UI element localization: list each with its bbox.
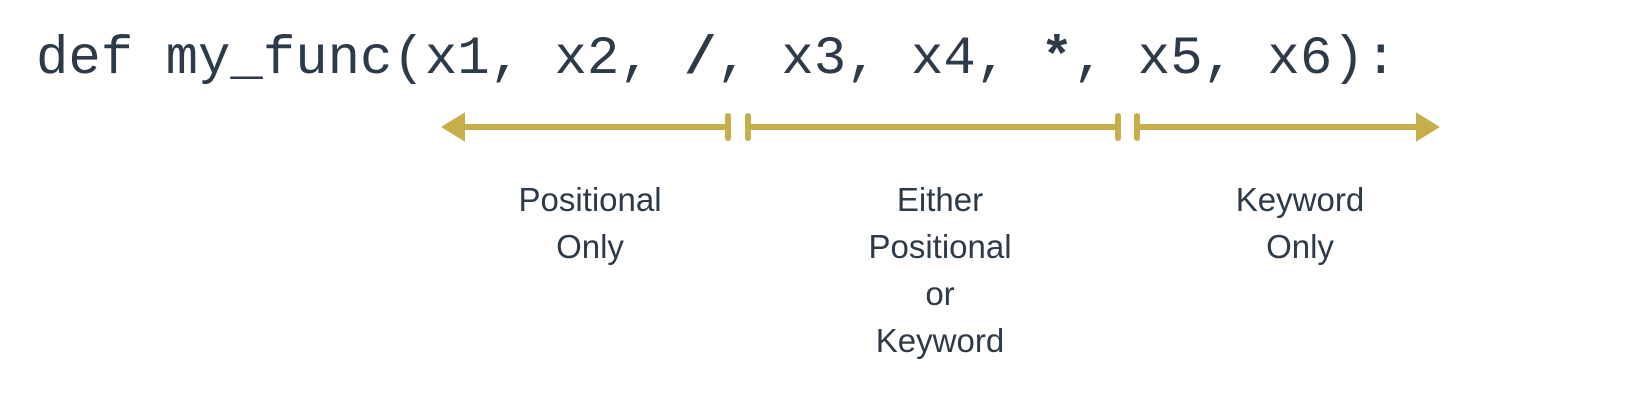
- label-line: Keyword: [1235, 181, 1365, 218]
- right-arrowhead: [1416, 112, 1440, 142]
- left-arrowhead: [441, 112, 465, 142]
- label-line: Positional: [868, 228, 1012, 265]
- either-positional-or-keyword-label: Either Positional or Keyword: [820, 176, 1060, 364]
- keyword-only-label: Keyword Only: [1180, 176, 1420, 270]
- label-line: Keyword: [875, 322, 1005, 359]
- label-line: or: [925, 275, 955, 312]
- signature-suffix: , x5, x6):: [1072, 29, 1398, 90]
- positional-only-label: Positional Only: [470, 176, 710, 270]
- signature-prefix: def my_func(x1, x2,: [36, 29, 685, 90]
- signature-middle: , x3, x4,: [716, 29, 1041, 90]
- label-line: Only: [556, 228, 624, 265]
- positional-only-separator: /: [684, 29, 717, 90]
- keyword-only-separator: *: [1040, 29, 1073, 90]
- label-line: Only: [1266, 228, 1334, 265]
- function-signature: def my_func(x1, x2, /, x3, x4, *, x5, x6…: [36, 22, 1397, 98]
- label-line: Either: [896, 181, 984, 218]
- label-line: Positional: [518, 181, 662, 218]
